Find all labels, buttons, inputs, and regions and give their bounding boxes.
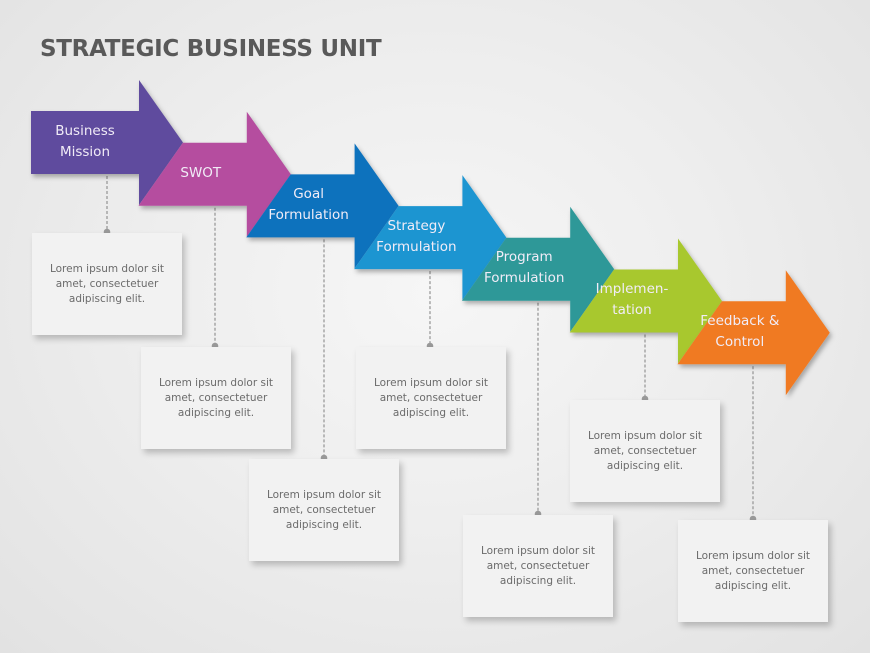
step-label-line1: SWOT: [180, 164, 222, 181]
step-label-line1: Implemen-: [595, 281, 669, 297]
description-text: Lorem ipsum dolor sit amet, consectetuer…: [587, 429, 703, 472]
step-label-line2: Formulation: [376, 238, 457, 255]
step-label-line1: Goal: [293, 185, 324, 202]
description-box-5: Lorem ipsum dolor sit amet, consectetuer…: [463, 515, 613, 617]
description-text: Lorem ipsum dolor sit amet, consectetuer…: [695, 549, 811, 592]
step-arrow-4: [354, 175, 507, 301]
step-label-6: Implemen-tation: [572, 279, 692, 321]
step-arrow-2: [138, 111, 291, 237]
page-title: STRATEGIC BUSINESS UNIT: [40, 36, 382, 62]
description-box-6: Lorem ipsum dolor sit amet, consectetuer…: [570, 400, 720, 502]
description-box-2: Lorem ipsum dolor sit amet, consectetuer…: [141, 347, 291, 449]
step-arrow-1: [31, 80, 183, 205]
description-text: Lorem ipsum dolor sit amet, consectetuer…: [49, 262, 165, 305]
step-label-7: Feedback & Control: [680, 311, 800, 353]
step-label-line2: Mission: [59, 143, 111, 160]
step-label-line2: Control: [715, 333, 765, 350]
description-box-4: Lorem ipsum dolor sit amet, consectetuer…: [356, 347, 506, 449]
step-arrow-3: [246, 143, 399, 269]
step-label-line2: Formulation: [268, 206, 349, 223]
step-arrow-7: [677, 270, 830, 396]
step-label-line1: Program: [495, 249, 553, 266]
description-box-3: Lorem ipsum dolor sit amet, consectetuer…: [249, 459, 399, 561]
description-text: Lorem ipsum dolor sit amet, consectetuer…: [266, 488, 382, 531]
step-label-line1: Feedback &: [700, 312, 780, 329]
description-text: Lorem ipsum dolor sit amet, consectetuer…: [480, 544, 596, 587]
step-label-2: SWOT: [141, 163, 261, 184]
description-text: Lorem ipsum dolor sit amet, consectetuer…: [158, 376, 274, 419]
description-text: Lorem ipsum dolor sit amet, consectetuer…: [373, 376, 489, 419]
step-label-line1: Strategy: [387, 217, 446, 234]
step-arrow-6: [569, 238, 722, 364]
description-box-1: Lorem ipsum dolor sit amet, consectetuer…: [32, 233, 182, 335]
step-arrow-5: [461, 206, 615, 332]
step-label-line2: tation: [612, 302, 652, 318]
step-label-line1: Business: [55, 122, 115, 139]
step-label-line2: Formulation: [483, 270, 565, 287]
description-box-7: Lorem ipsum dolor sit amet, consectetuer…: [678, 520, 828, 622]
